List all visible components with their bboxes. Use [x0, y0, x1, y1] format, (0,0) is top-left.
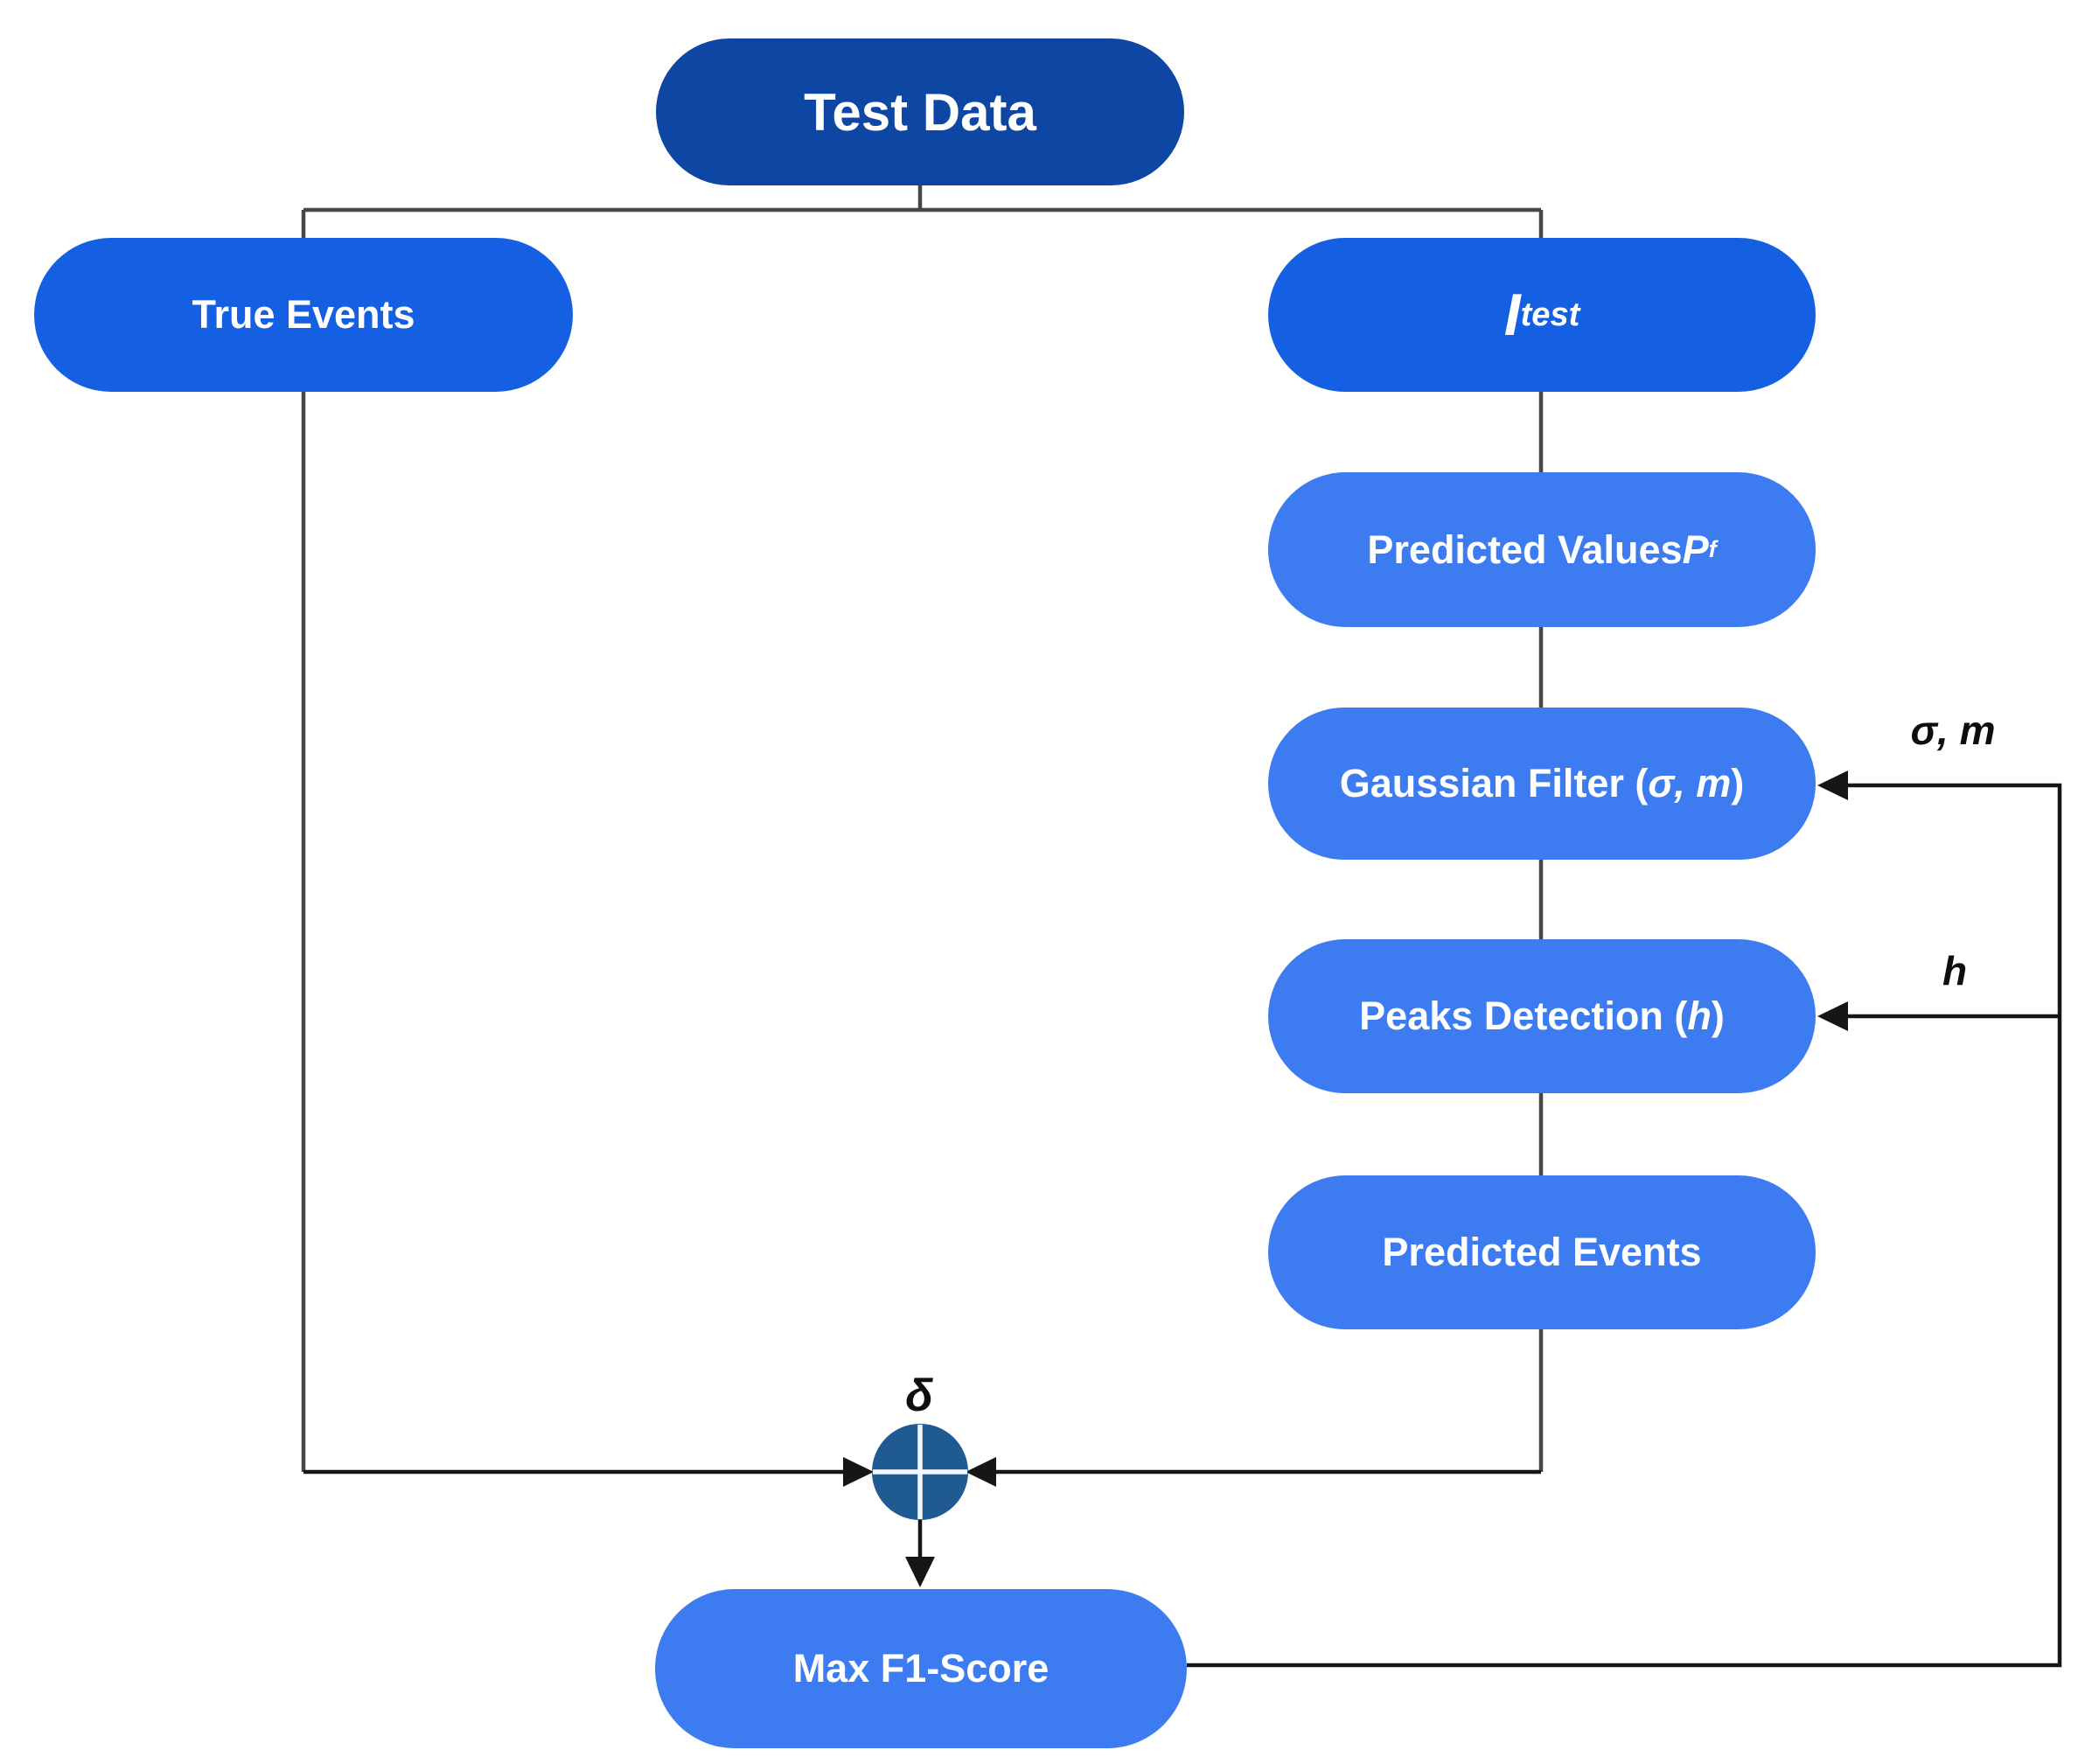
variable-p: P	[1682, 526, 1709, 572]
node-label-suffix: )	[1711, 994, 1725, 1038]
node-label: Gaussian Filter (	[1339, 761, 1649, 805]
junction-cross	[873, 1425, 967, 1519]
arrow-lines	[303, 783, 2062, 1668]
node-peaks-detection: Peaks Detection (h)	[1268, 939, 1816, 1093]
node-test-data: Test Data	[656, 38, 1184, 185]
arrowhead-peaks-icon	[1817, 1001, 1848, 1031]
crossed-circle-junction-icon	[872, 1424, 968, 1520]
sigma-m-feedback-label: σ, m	[1910, 708, 1996, 753]
node-max-f1-score: Max F1-Score	[655, 1589, 1187, 1748]
arrowhead-left-icon	[966, 1457, 996, 1487]
node-label: Max F1-Score	[792, 1646, 1049, 1691]
subscript-test: test	[1520, 296, 1580, 333]
variable-i: I	[1503, 282, 1521, 348]
variable-sigma-m: σ, m	[1648, 761, 1732, 805]
subscript-f: f	[1708, 536, 1717, 562]
gray-connectors	[301, 185, 1544, 1472]
node-label-suffix: )	[1731, 761, 1745, 805]
node-label: Test Data	[804, 82, 1036, 142]
delta-junction-label: δ	[905, 1370, 933, 1421]
node-true-events: True Events	[34, 238, 573, 392]
h-feedback-label: h	[1942, 948, 1968, 994]
arrowhead-down-icon	[905, 1557, 935, 1587]
node-label: True Events	[192, 292, 415, 337]
node-label: Predicted Values	[1367, 526, 1683, 572]
maxf1-feedback-to-gaussian-line	[1187, 783, 2062, 1668]
node-predicted-events: Predicted Events	[1268, 1175, 1816, 1329]
node-label: Predicted Events	[1382, 1230, 1702, 1274]
node-label: Peaks Detection (	[1359, 994, 1688, 1038]
node-gaussian-filter: Gaussian Filter (σ, m)	[1268, 708, 1816, 860]
arrowheads	[843, 770, 1848, 1587]
arrowhead-right-icon	[843, 1457, 874, 1487]
arrowhead-gaussian-icon	[1817, 770, 1848, 800]
variable-h: h	[1687, 994, 1712, 1038]
